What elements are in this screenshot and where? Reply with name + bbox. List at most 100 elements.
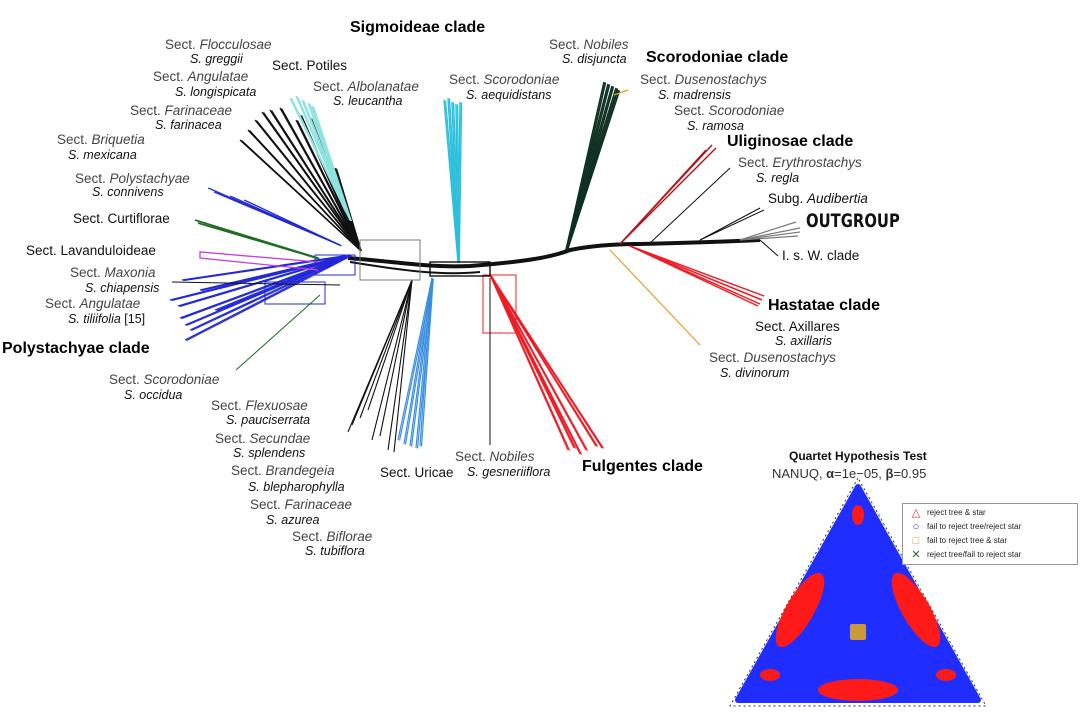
- quartet-legend: △ reject tree & star ○ fail to reject tr…: [902, 503, 1078, 565]
- quartet-gold-square: [850, 624, 866, 640]
- polystachyae-network-box: [264, 281, 326, 305]
- backbone-network-box: [359, 239, 421, 281]
- lower-black-branches-edge: [371, 279, 413, 441]
- species-farinacea: S. farinacea: [155, 118, 222, 132]
- species-madrensis: S. madrensis: [658, 88, 731, 102]
- clade-sigmoideae: Sigmoideae clade: [350, 19, 486, 36]
- section-farinaceae-low: Sect. Farinaceae: [250, 497, 353, 512]
- species-blepharophylla: S. blepharophylla: [248, 480, 345, 494]
- sigmoideae-branches-edge: [279, 107, 361, 251]
- species-pauciserrata: S. pauciserrata: [226, 413, 311, 427]
- sigmoideae-branches: [239, 107, 362, 252]
- connivens-branches-edge: [261, 209, 342, 247]
- polystachyae-branches-edge: [184, 254, 351, 341]
- section-angulatae-low: Sect. Angulatae: [45, 296, 141, 311]
- fulgentes-branches-edge: [489, 274, 597, 447]
- polystachyae-branches-edge: [199, 254, 351, 291]
- clade-uliginosae: Uliginosae clade: [727, 133, 854, 150]
- species-divinorum: S. divinorum: [720, 366, 790, 380]
- divinorum-branch: [609, 249, 701, 346]
- lavanduloideae-branches: [199, 251, 319, 271]
- erythrostachys-branch: [649, 167, 731, 244]
- uricae-branches-edge: [397, 277, 433, 441]
- section-nobiles-top: Sect. Nobiles: [549, 37, 629, 52]
- species-azurea: S. azurea: [266, 513, 320, 527]
- uliginosae-branches-edge: [619, 144, 713, 245]
- audibertia-branches-edge: [699, 207, 761, 241]
- hastatae-branches-edge: [629, 245, 765, 297]
- potiles-branches: [289, 95, 352, 222]
- species-splendens: S. splendens: [233, 446, 306, 460]
- section-erythrostachys: Sect. Erythrostachys: [738, 155, 862, 170]
- lower-black-branches-edge: [351, 279, 413, 426]
- species-regla: S. regla: [756, 171, 800, 185]
- section-scorodoniae-mid: Sect. Scorodoniae: [449, 72, 560, 87]
- section-scorodoniae-right: Sect. Scorodoniae: [674, 103, 785, 118]
- fulgentes-branches: [489, 274, 605, 455]
- section-maxonia: Sect. Maxonia: [70, 265, 156, 280]
- section-lavanduloideae: Sect. Lavanduloideae: [26, 243, 156, 258]
- fulgentes-branches-edge: [490, 275, 605, 449]
- potiles-branches-edge: [312, 106, 352, 222]
- polystachyae-branches-edge: [177, 254, 351, 307]
- section-secundae: Sect. Secundae: [215, 431, 311, 446]
- fulgentes-network-box: [482, 274, 517, 334]
- quartet-red-cluster-top: [852, 505, 864, 525]
- section-biflorae: Sect. Biflorae: [292, 529, 373, 544]
- aequidistans-branches-edge: [458, 102, 463, 263]
- species-disjuncta: S. disjuncta: [562, 52, 627, 66]
- sigmoideae-branches-edge: [249, 130, 362, 252]
- triangle-icon: △: [911, 507, 921, 519]
- outgroup-branches-edge: [739, 227, 801, 241]
- section-dusenostachys-low: Sect. Dusenostachys: [709, 350, 836, 365]
- sigmoideae-branches-edge: [270, 110, 362, 252]
- polystachyae-branches: [169, 254, 352, 342]
- hastatae-branches-edge: [629, 245, 761, 305]
- square-icon: □: [912, 534, 920, 547]
- polystachyae-branches-edge: [183, 255, 352, 282]
- section-flocculosae: Sect. Flocculosae: [165, 37, 272, 52]
- potiles-branches-edge: [311, 105, 351, 221]
- outgroup-branches-edge: [739, 231, 801, 241]
- section-briquetia: Sect. Briquetia: [57, 132, 145, 147]
- legend-row-reject-tree-star: △ reject tree & star: [909, 506, 986, 519]
- sigmoideae-branches-edge: [255, 120, 362, 252]
- polystachyae-branches-edge: [216, 255, 352, 312]
- uricae-branches: [397, 277, 434, 449]
- section-uricae: Sect. Uricae: [380, 465, 454, 480]
- quartet-subtitle: NANUQ, α=1e−05, β=0.95: [772, 466, 927, 481]
- clade-polystachyae: Polystachyae clade: [2, 340, 150, 357]
- polystachyae-branches-edge: [201, 255, 352, 292]
- audibertia-branches-edge: [699, 209, 765, 241]
- lower-black-branches: [347, 279, 413, 453]
- scorodoniae-branches-edge: [565, 89, 619, 251]
- quartet-red-cluster-bottom: [818, 679, 898, 701]
- section-nobiles-low: Sect. Nobiles: [455, 449, 535, 464]
- fulgentes-branches-edge: [489, 274, 569, 451]
- curtiflorae-branches-edge: [199, 222, 320, 260]
- quartet-red-cluster-bl: [760, 669, 780, 681]
- subgenus-audibertia: Subg. Audibertia: [768, 191, 868, 206]
- section-brandegeia: Sect. Brandegeia: [231, 463, 335, 478]
- species-connivens: S. connivens: [92, 185, 164, 199]
- outgroup-branches: [739, 221, 801, 241]
- scorodoniae-branches: [565, 81, 621, 252]
- quartet-red-cluster-right: [891, 572, 941, 648]
- potiles-branches-edge: [289, 97, 351, 221]
- clade-scorodoniae: Scorodoniae clade: [646, 49, 789, 66]
- lower-black-branches-edge: [379, 279, 413, 437]
- sigmoideae-branches-edge: [241, 140, 362, 252]
- lower-black-branches-edge: [393, 279, 413, 453]
- section-flexuosae: Sect. Flexuosae: [211, 398, 308, 413]
- fulgentes-branches-edge: [490, 275, 589, 451]
- clade-outgroup: OUTGROUP: [806, 210, 900, 232]
- sigmoideae-branches-edge: [280, 108, 362, 252]
- aequidistans-branches: [443, 97, 463, 263]
- species-ramosa: S. ramosa: [687, 119, 744, 133]
- potiles-branches-edge: [301, 99, 351, 221]
- dusenostachys-top-branch: [613, 89, 629, 96]
- legend-row-fail-reject-tree: ○ fail to reject tree/reject star: [909, 520, 1022, 533]
- species-tubiflora: S. tubiflora: [305, 544, 365, 558]
- polystachyae-branches-edge: [179, 255, 352, 308]
